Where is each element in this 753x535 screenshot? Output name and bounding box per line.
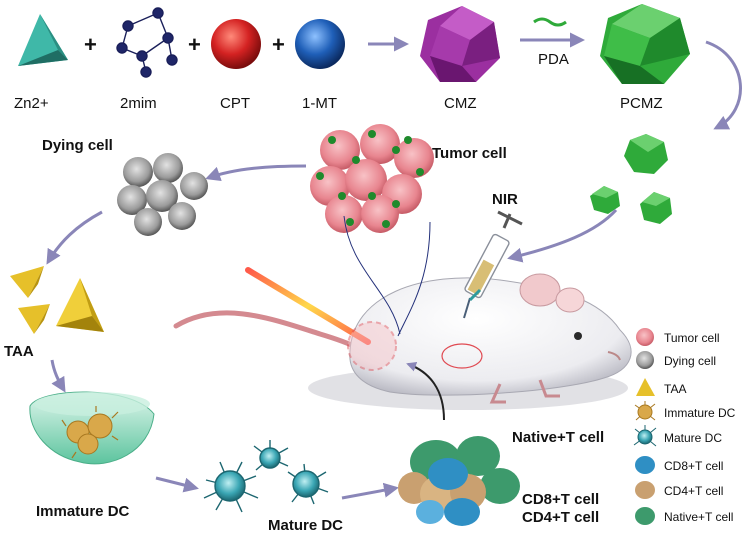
svg-text:TAA: TAA bbox=[664, 382, 686, 396]
label-nir: NIR bbox=[492, 191, 518, 208]
plus-sign-3: + bbox=[272, 32, 285, 57]
arrow-to-taa bbox=[46, 210, 103, 265]
legend-cd8-cell: CD8+T cell bbox=[635, 456, 723, 474]
arrow-to-particles bbox=[705, 40, 742, 130]
zoom-line-right bbox=[397, 221, 431, 337]
tumor-site-marker bbox=[347, 321, 397, 371]
immature-dc-bowl-icon bbox=[29, 391, 155, 465]
dying-cluster-icon bbox=[117, 153, 208, 236]
tumor-cell-icon bbox=[636, 328, 654, 346]
svg-text:Tumor cell: Tumor cell bbox=[664, 331, 720, 345]
label-cd4-t-cell: CD4+T cell bbox=[522, 509, 599, 526]
arrow-to-dying-cell bbox=[205, 164, 307, 182]
svg-text:Immature DC: Immature DC bbox=[664, 406, 736, 420]
nir-laser-beam bbox=[245, 267, 371, 345]
label-pcmz: PCMZ bbox=[620, 95, 663, 112]
svg-text:Dying cell: Dying cell bbox=[664, 354, 716, 368]
arrow-to-t-cells bbox=[341, 482, 399, 500]
arrow-t-cells-to-tumor bbox=[406, 362, 445, 421]
svg-text:CD8+T cell: CD8+T cell bbox=[664, 459, 723, 473]
mature-dc-icon bbox=[633, 425, 657, 447]
pcmz-particles-icon bbox=[590, 134, 672, 224]
label-cd8-t-cell: CD8+T cell bbox=[522, 491, 599, 508]
arrow-to-syringe bbox=[507, 208, 618, 263]
mature-dc-icon bbox=[203, 440, 329, 513]
legend-mature-dc: Mature DC bbox=[633, 425, 722, 447]
svg-text:Mature DC: Mature DC bbox=[664, 431, 722, 445]
cd4-cell-icon bbox=[635, 481, 655, 499]
label-dying-cell: Dying cell bbox=[42, 137, 113, 154]
legend: Tumor cell Dying cell TAA Immature DC Ma bbox=[633, 328, 736, 525]
pda-strand-icon bbox=[533, 17, 567, 27]
svg-text:Native+T cell: Native+T cell bbox=[664, 510, 733, 524]
t-cell-cluster-icon bbox=[398, 436, 520, 526]
label-1mt: 1-MT bbox=[302, 95, 337, 112]
immature-dc-icon bbox=[634, 401, 656, 421]
label-tumor-cell: Tumor cell bbox=[432, 145, 507, 162]
arrow-to-mature-dc bbox=[155, 476, 199, 493]
taa-triangles-icon bbox=[10, 266, 104, 334]
label-mature-dc: Mature DC bbox=[268, 517, 343, 534]
plus-sign-2: + bbox=[188, 32, 201, 57]
dying-cell-icon bbox=[636, 351, 654, 369]
mt-sphere-icon bbox=[295, 19, 345, 69]
taa-triangle-icon bbox=[636, 378, 655, 396]
label-taa: TAA bbox=[4, 343, 34, 360]
mouse-illustration bbox=[173, 273, 632, 410]
tumor-cluster-icon bbox=[310, 124, 434, 233]
legend-native-t-cell: Native+T cell bbox=[635, 507, 733, 525]
legend-tumor-cell: Tumor cell bbox=[636, 328, 720, 346]
zoom-line-left bbox=[343, 215, 401, 335]
label-zn: Zn2+ bbox=[14, 95, 49, 112]
2mim-molecule-icon bbox=[116, 7, 178, 78]
zn-tetrahedron-icon bbox=[18, 14, 68, 66]
label-immature-dc: Immature DC bbox=[36, 503, 130, 520]
arrow-to-immature-dc bbox=[50, 359, 66, 393]
label-pda: PDA bbox=[538, 51, 569, 68]
label-cmz: CMZ bbox=[444, 95, 477, 112]
legend-taa: TAA bbox=[636, 378, 686, 396]
pcmz-polyhedron-icon bbox=[600, 4, 690, 84]
legend-dying-cell: Dying cell bbox=[636, 351, 716, 369]
cmz-polyhedron-icon bbox=[420, 6, 500, 82]
legend-cd4-cell: CD4+T cell bbox=[635, 481, 723, 499]
native-t-cell-icon bbox=[635, 507, 655, 525]
label-cpt: CPT bbox=[220, 95, 250, 112]
legend-immature-dc: Immature DC bbox=[634, 401, 736, 421]
svg-text:CD4+T cell: CD4+T cell bbox=[664, 484, 723, 498]
cpt-sphere-icon bbox=[211, 19, 261, 69]
cd8-cell-icon bbox=[635, 456, 655, 474]
label-2mim: 2mim bbox=[120, 95, 157, 112]
plus-sign-1: + bbox=[84, 32, 97, 57]
label-native-t-cell: Native+T cell bbox=[512, 429, 604, 446]
syringe-icon bbox=[463, 210, 523, 319]
